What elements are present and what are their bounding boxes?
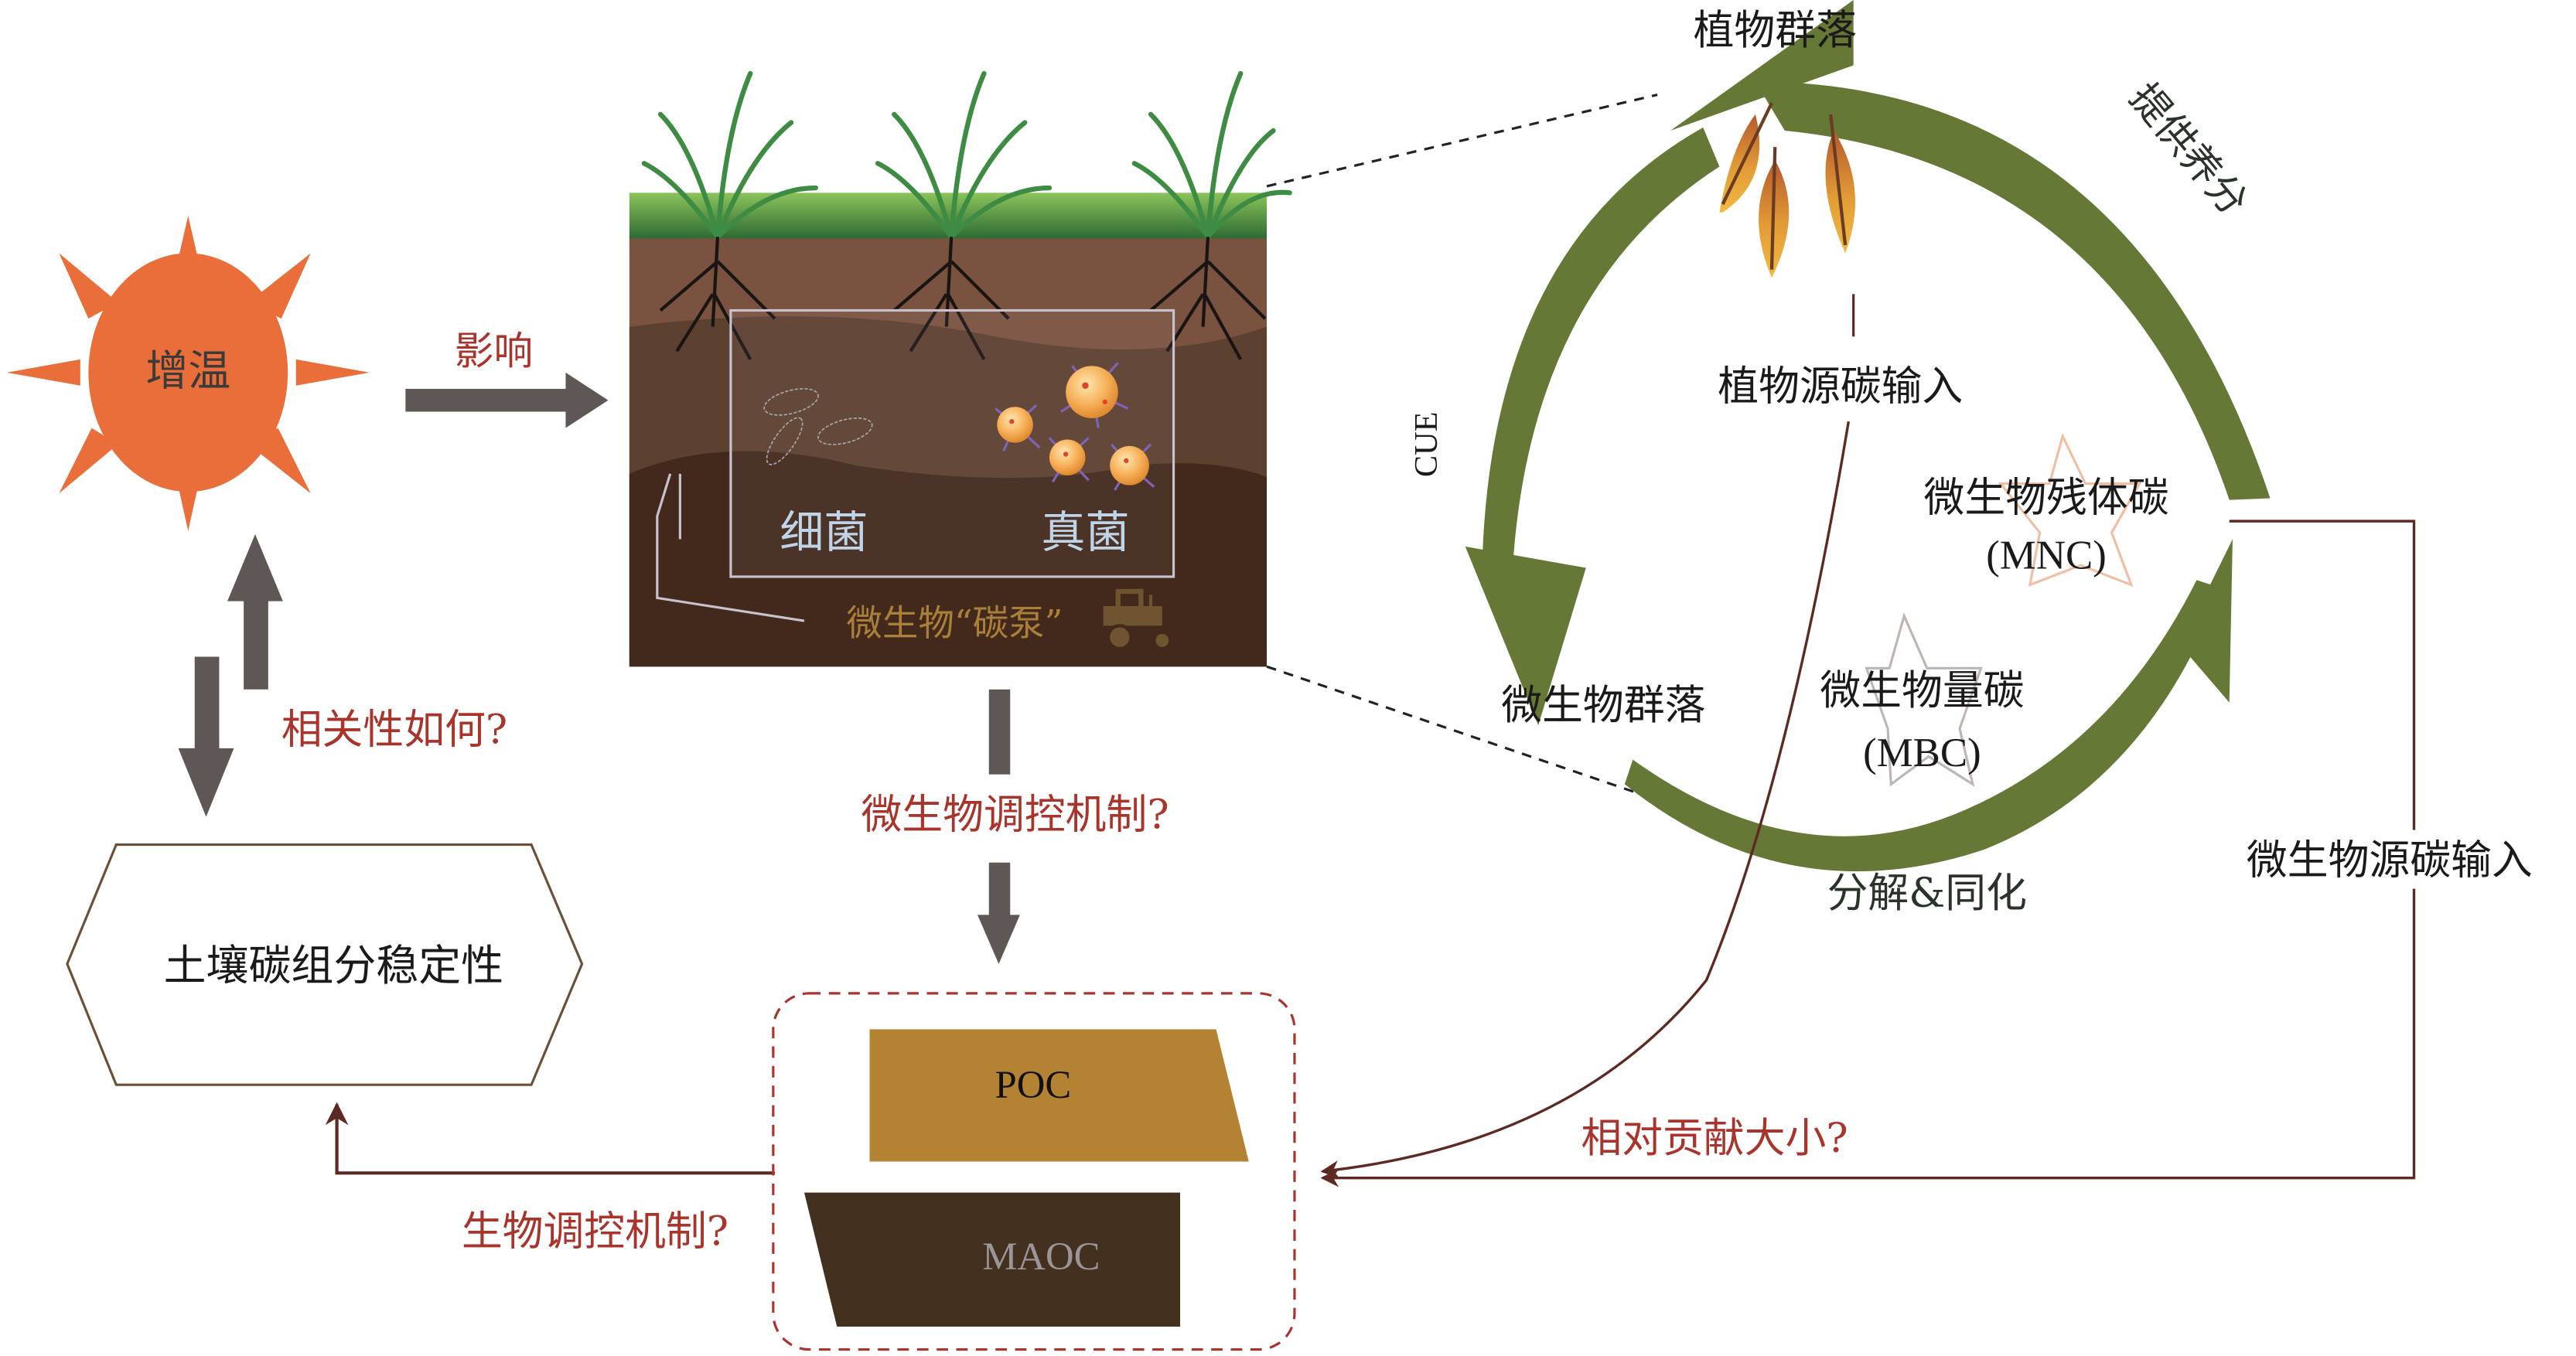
poc-block xyxy=(869,1029,1249,1162)
plant-carbon-input-label: 植物源碳输入 xyxy=(1718,363,1963,411)
provide-nutrients-label: 提供养分 xyxy=(2121,75,2257,224)
sun-ray xyxy=(6,359,80,386)
nutrient-cycle: 植物群落 提供养分 植物源碳输入 CUE 微生物残体碳 (MNC) 微生物群落 … xyxy=(1408,0,2271,917)
correlation-label: 相关性如何? xyxy=(281,707,507,754)
up-arrow xyxy=(227,534,283,690)
fractions-box xyxy=(772,992,1296,1351)
bio-mechanism-label: 生物调控机制? xyxy=(462,1208,728,1255)
sun-ray xyxy=(248,428,311,494)
fungi-label: 真菌 xyxy=(1041,507,1129,558)
sun-ray xyxy=(175,472,202,531)
down-arrow xyxy=(977,862,1020,964)
grass-plant xyxy=(875,70,1053,240)
sun-ray xyxy=(175,215,202,273)
grass-plant xyxy=(1131,70,1292,240)
bacteria-icon xyxy=(763,387,873,465)
decompose-assimilate-label: 分解&同化 xyxy=(1827,870,2027,917)
microbial-community-label: 微生物群落 xyxy=(1501,682,1705,729)
mnc-label: 微生物残体碳 xyxy=(1924,474,2169,521)
zoom-connector-bottom xyxy=(1266,665,1756,835)
bacteria-label: 细菌 xyxy=(780,507,868,558)
down-arrow xyxy=(178,656,234,817)
sun-ray xyxy=(59,428,118,494)
cycle-arrowhead xyxy=(1670,0,1854,131)
sun-core xyxy=(88,253,288,492)
down-arrow-shaft xyxy=(988,689,1011,775)
mnc-abbr: (MNC) xyxy=(1986,533,2107,577)
mbc-abbr: (MBC) xyxy=(1863,731,1981,775)
plant-carbon-input-link xyxy=(1320,421,1851,1179)
soil-panel: 细菌 真菌 微生物“碳泵” xyxy=(629,70,1292,667)
maoc-block xyxy=(804,1192,1181,1327)
cycle-arrow-decompose xyxy=(1624,580,2222,872)
sun-ray xyxy=(295,359,370,386)
cycle-arrow-provide xyxy=(1755,81,2271,500)
mnc-star-icon xyxy=(1998,432,2142,588)
influence-arrow xyxy=(405,372,609,428)
carbon-pump-label: 微生物“碳泵” xyxy=(846,602,1063,644)
stability-label: 土壤碳组分稳定性 xyxy=(164,941,504,990)
tractor-icon xyxy=(1103,588,1172,651)
sun-label: 增温 xyxy=(145,346,230,396)
sun-icon: 增温 xyxy=(6,215,370,531)
influence-label: 影响 xyxy=(455,328,533,373)
pump-connector xyxy=(656,473,805,622)
microbial-mechanism-label: 微生物调控机制? xyxy=(862,791,1169,838)
relative-contribution-label: 相对贡献大小? xyxy=(1581,1115,1848,1162)
leaf-icon xyxy=(1719,102,1855,278)
grass-plant xyxy=(641,70,818,240)
cue-label: CUE xyxy=(1408,412,1445,478)
fungi-icon xyxy=(995,362,1155,491)
sun-ray xyxy=(248,253,311,319)
poc-label: POC xyxy=(995,1063,1072,1106)
microbe-box xyxy=(729,308,1175,578)
plant-roots xyxy=(659,237,1267,360)
microbial-carbon-input-label: 微生物源碳输入 xyxy=(2247,837,2533,884)
cycle-arrow-cue xyxy=(1482,127,1720,556)
mbc-star-icon xyxy=(1865,612,1983,787)
sun-ray xyxy=(59,253,118,319)
bio-mechanism-arrow xyxy=(325,1102,775,1175)
mbc-label: 微生物量碳 xyxy=(1820,667,2024,714)
maoc-label: MAOC xyxy=(982,1235,1100,1278)
label-bg xyxy=(2209,830,2570,889)
cycle-arrowhead xyxy=(2180,539,2233,703)
stability-box xyxy=(66,843,584,1086)
cycle-arrowhead xyxy=(1465,546,1586,726)
plant-community-label: 植物群落 xyxy=(1694,7,1857,54)
zoom-connector-top xyxy=(1266,94,1658,188)
